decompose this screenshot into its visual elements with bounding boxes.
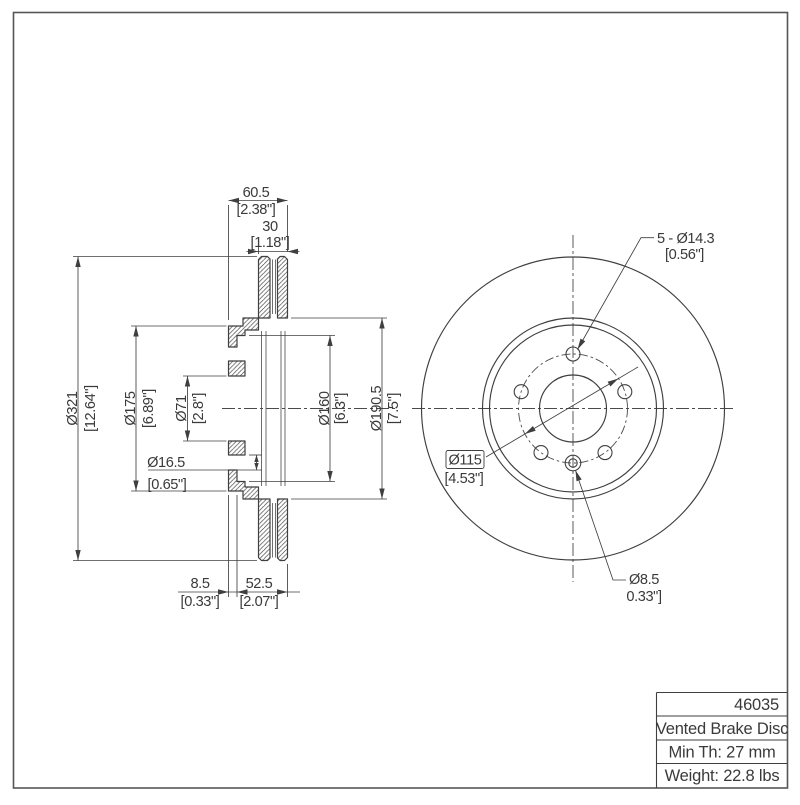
left-plate-top [257,255,271,319]
bolt-hole [533,445,549,461]
dimension-arrows [75,197,385,595]
center-bore-circle [538,374,608,443]
dim-hole-dia-mm: Ø16.5 [147,455,185,471]
left-plate-bottom [257,498,271,562]
dim-register-dia-in: [6.3"] [333,393,349,425]
front-view: 5 - Ø14.3 [0.56"] Ø115 [4.53"] Ø8.5 0.33… [412,231,734,605]
title-block-lines [655,691,788,788]
front-center-lines [412,235,734,582]
dim-outer-dia-in: [12.64"] [83,385,99,432]
bolt-hole [617,384,633,400]
dim-hat-dia-mm: Ø175 [123,391,139,425]
pin-hole-bore [568,458,578,468]
page-border [12,11,789,789]
pin-hole-counterbore [564,454,582,472]
hat-face-lower [227,440,246,456]
section-cut-hatching [227,255,289,562]
disc-circles [420,256,726,561]
section-dimension-texts: 60.5 [2.38"] 30 [1.18"] Ø321 [12.64"] Ø1… [65,185,402,610]
hat-face-upper [227,360,246,377]
hat-neck-top [227,317,260,348]
weight: Weight: 22.8 lbs [665,767,780,785]
right-plate-bottom [276,498,289,562]
friction-inner-circle [481,317,665,500]
bolt-holes [513,346,633,461]
right-plate-top [276,255,289,319]
pin-hole-leader [575,470,626,581]
hat-circle [488,324,658,493]
dim-outer-dia-mm: Ø321 [65,391,81,425]
dim-hat-depth-mm: 52.5 [246,576,273,592]
label-bolt-circle-mm: Ø115 [448,453,481,469]
product-type: Vented Brake Disc [656,720,788,738]
part-number: 46035 [734,696,779,714]
min-thickness: Min Th: 27 mm [668,744,775,762]
dim-flange-thickness-in: [0.33"] [181,594,220,610]
pin-hole [564,454,582,472]
dim-bore-dia-in: [2.8"] [191,393,207,425]
dim-flange-thickness-mm: 8.5 [190,576,209,592]
hat-neck-bottom [227,469,260,500]
label-pin-hole-mm: Ø8.5 [629,572,659,588]
dim-hole-dia-in: [0.65"] [148,477,187,493]
front-view-texts: 5 - Ø14.3 [0.56"] Ø115 [4.53"] Ø8.5 0.33… [445,231,715,605]
dim-ring-inner-dia-mm: Ø190.5 [369,385,385,431]
label-bolt-circle-in: [4.53"] [445,471,484,487]
section-view: 60.5 [2.38"] 30 [1.18"] Ø321 [12.64"] Ø1… [65,185,402,610]
bolt-holes-leader [577,237,654,350]
dim-hat-depth-in: [2.07"] [240,594,279,610]
label-bolt-holes-mm: 5 - Ø14.3 [657,231,715,247]
bolt-hole [565,346,581,362]
dim-hat-dia-in: [6.89"] [141,389,157,428]
dim-disc-thickness-mm: 30 [262,219,278,235]
bolt-circle [518,353,628,464]
dim-ring-inner-dia-in: [7.5"] [386,393,402,425]
extension-lines [73,205,387,597]
dim-overall-width-mm: 60.5 [243,185,270,201]
dim-disc-thickness-in: [1.18"] [251,235,290,251]
label-bolt-holes-in: [0.56"] [665,247,704,263]
leader-arrows [524,338,619,482]
dim-register-dia-mm: Ø160 [317,391,333,425]
outer-diameter-circle [420,256,726,561]
dim-overall-width-in: [2.38"] [237,202,276,218]
bolt-hole [513,384,529,400]
bolt-circle-dim-box [445,450,485,469]
title-block: 46035 Vented Brake Disc Min Th: 27 mm We… [655,691,788,788]
bolt-hole [597,445,613,461]
interior-edges [261,259,286,558]
dim-bore-dia-mm: Ø71 [174,395,190,422]
label-pin-hole-in: 0.33"] [626,589,662,605]
